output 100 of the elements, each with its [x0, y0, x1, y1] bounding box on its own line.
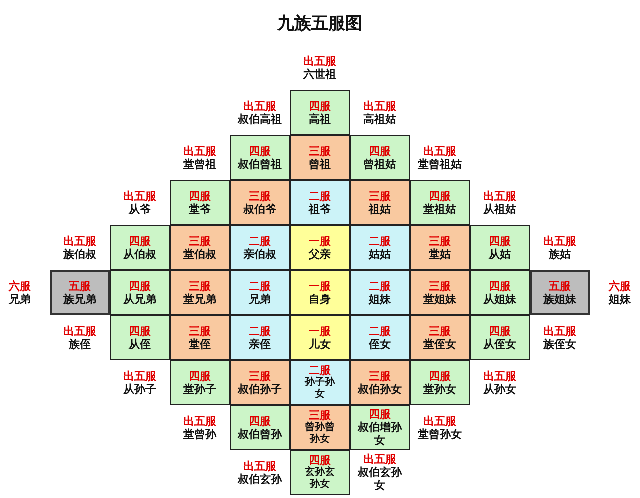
mourning-grade: 出五服	[184, 414, 216, 428]
relative-name: 孙子孙女	[304, 377, 336, 401]
kinship-cell	[110, 270, 170, 315]
relative-name: 族兄弟	[62, 292, 98, 306]
relative-name: 族伯叔	[62, 248, 98, 260]
relative-name: 从姐妹	[482, 292, 518, 306]
relative-name: 从祖姑	[482, 202, 518, 216]
kinship-cell	[350, 180, 410, 225]
kinship-cell	[290, 315, 350, 360]
mourning-grade: 六服	[609, 280, 631, 292]
kinship-cell	[470, 315, 530, 360]
kinship-cell	[290, 270, 350, 315]
kinship-cell	[110, 315, 170, 360]
relative-name: 叔伯增孙女	[357, 421, 404, 447]
kinship-cell	[170, 270, 230, 315]
kinship-cell	[410, 360, 470, 405]
kinship-cell	[170, 315, 230, 360]
mourning-grade: 三服	[309, 409, 331, 422]
relative-name: 从侄女	[482, 338, 518, 350]
relative-name: 叔伯玄孙女	[357, 466, 404, 492]
kinship-cell	[170, 180, 230, 225]
relative-name: 叔伯高祖	[237, 112, 283, 126]
mourning-grade: 一服	[309, 234, 331, 248]
mourning-grade: 二服	[249, 234, 271, 248]
mourning-grade: 六服	[9, 280, 31, 292]
mourning-grade: 三服	[309, 144, 331, 158]
kinship-cell	[230, 315, 290, 360]
relative-name: 兄弟	[248, 292, 272, 306]
mourning-grade: 五服	[69, 280, 91, 292]
mourning-grade: 出五服	[64, 234, 96, 248]
kinship-cell	[170, 360, 230, 405]
relative-name: 祖姑	[368, 202, 392, 216]
kinship-cell	[230, 360, 290, 405]
relative-name: 堂曾祖姑	[417, 158, 463, 170]
relative-name: 叔伯孙子	[237, 382, 283, 396]
mourning-grade: 五服	[549, 280, 571, 292]
relative-name: 玄孙玄孙女	[304, 467, 336, 491]
relative-name: 族姑	[548, 248, 572, 260]
relative-name: 姐妹	[368, 292, 392, 306]
mourning-grade: 四服	[129, 280, 151, 292]
mourning-grade: 三服	[249, 190, 271, 202]
relative-name: 叔伯孙女	[357, 382, 403, 396]
relative-name: 曾祖	[308, 158, 332, 170]
mourning-grade: 出五服	[244, 460, 276, 472]
relative-name: 曾孙曾孙女	[304, 422, 336, 446]
kinship-cell	[350, 405, 410, 450]
relative-name: 从侄	[128, 338, 152, 350]
mourning-grade: 四服	[189, 370, 211, 382]
relative-name: 堂孙子	[182, 382, 218, 396]
kinship-cell	[170, 225, 230, 270]
kinship-cell	[470, 270, 530, 315]
relative-name: 族侄	[68, 338, 92, 350]
relative-name: 堂姐妹	[422, 292, 458, 306]
relative-name: 叔伯曾祖	[237, 158, 283, 170]
relative-name: 姑姑	[368, 248, 392, 260]
relative-name: 堂曾祖	[182, 158, 218, 170]
mourning-grade: 出五服	[484, 190, 516, 202]
kinship-cell	[410, 180, 470, 225]
mourning-grade: 一服	[309, 280, 331, 292]
mourning-grade: 四服	[429, 370, 451, 382]
kinship-cell	[290, 450, 350, 495]
kinship-cell	[530, 270, 590, 315]
mourning-grade: 出五服	[424, 144, 456, 158]
kinship-cell	[350, 360, 410, 405]
relative-name: 叔伯玄孙	[237, 472, 284, 486]
mourning-grade: 出五服	[364, 453, 396, 466]
kinship-cell	[470, 225, 530, 270]
kinship-cell	[350, 315, 410, 360]
relative-name: 兄弟	[8, 292, 32, 306]
relative-name: 从爷	[128, 202, 152, 216]
mourning-grade: 四服	[489, 324, 511, 338]
mourning-grade: 四服	[489, 234, 511, 248]
relative-name: 高祖	[308, 112, 332, 126]
mourning-grade: 出五服	[244, 100, 276, 112]
relative-name: 堂姑	[428, 248, 452, 260]
relative-name: 堂兄弟	[182, 292, 218, 306]
relative-name: 父亲	[308, 248, 332, 260]
mourning-grade: 四服	[309, 454, 331, 467]
kinship-cell	[350, 270, 410, 315]
kinship-cell	[290, 180, 350, 225]
mourning-grade: 四服	[489, 280, 511, 292]
kinship-cell	[230, 135, 290, 180]
mourning-grade: 二服	[249, 280, 271, 292]
relative-name: 从姑	[488, 248, 512, 260]
relative-name: 自身	[308, 292, 332, 306]
relative-name: 从孙女	[482, 382, 518, 396]
kinship-cell	[410, 315, 470, 360]
mourning-grade: 二服	[309, 190, 331, 202]
mourning-grade: 出五服	[364, 100, 396, 112]
relative-name: 堂曾孙	[182, 428, 218, 440]
mourning-grade: 四服	[129, 234, 151, 248]
relative-name: 族姐妹	[542, 292, 578, 306]
mourning-grade: 四服	[249, 414, 271, 428]
kinship-cell	[290, 225, 350, 270]
relative-name: 从伯叔	[122, 248, 158, 260]
relative-name: 从兄弟	[122, 292, 158, 306]
relative-name: 族侄女	[542, 338, 578, 350]
kinship-cell	[230, 180, 290, 225]
relative-name: 亲伯叔	[242, 248, 278, 260]
relative-name: 从孙子	[122, 382, 158, 396]
